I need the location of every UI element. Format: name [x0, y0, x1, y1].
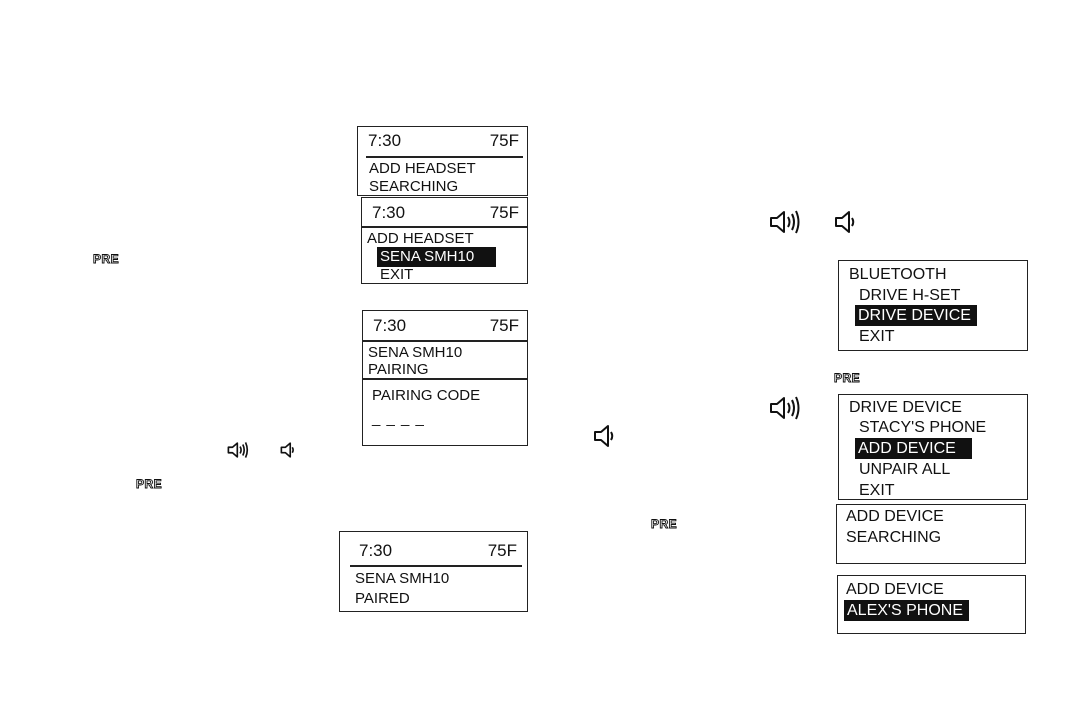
time-display: 7:30: [368, 131, 402, 150]
pre-button-label: PRE: [136, 477, 163, 492]
screen-pairing: 7:30 75F SENA SMH10 PAIRING PAIRING CODE…: [362, 310, 528, 446]
menu-item-drive-h-set: DRIVE H-SET: [859, 287, 961, 304]
menu-item-exit: EXIT: [859, 482, 895, 499]
screen-line: ADD HEADSET: [369, 160, 476, 177]
pre-button-label: PRE: [93, 252, 120, 267]
status-header: 7:30 75F: [373, 316, 519, 336]
screen-add-device-found: ADD DEVICE ALEX'S PHONE: [837, 575, 1026, 634]
screen-line: PAIRING: [368, 361, 429, 378]
temperature-display: 75F: [487, 541, 517, 560]
speaker-loud-icon: [770, 396, 800, 420]
menu-item-stacys-phone: STACY'S PHONE: [859, 419, 987, 436]
status-header: 7:30 75F: [372, 203, 519, 223]
highlighted-label: ADD DEVICE: [855, 438, 972, 459]
pre-button-label: PRE: [651, 517, 678, 532]
speaker-loud-icon: [770, 210, 800, 234]
screen-line: ADD DEVICE: [846, 508, 944, 525]
screen-paired: 7:30 75F SENA SMH10 PAIRED: [339, 531, 528, 612]
menu-item-exit: EXIT: [380, 266, 414, 283]
status-header: 7:30 75F: [368, 131, 519, 151]
pre-button-label: PRE: [834, 371, 861, 386]
screen-line: SENA SMH10: [368, 344, 463, 361]
screen-line: PAIRED: [355, 590, 410, 607]
status-header: 7:30 75F: [359, 541, 517, 561]
divider: [350, 565, 522, 567]
screen-bluetooth-menu: BLUETOOTH DRIVE H-SET DRIVE DEVICE EXIT: [838, 260, 1028, 351]
screen-add-headset-searching: 7:30 75F ADD HEADSET SEARCHING: [357, 126, 528, 196]
highlighted-label: DRIVE DEVICE: [855, 305, 977, 326]
divider: [362, 226, 527, 228]
divider: [366, 156, 523, 158]
divider: [363, 340, 527, 342]
screen-add-device-searching: ADD DEVICE SEARCHING: [836, 504, 1026, 564]
speaker-soft-icon: [280, 442, 294, 458]
screen-title: ADD HEADSET: [367, 230, 474, 247]
temperature-display: 75F: [489, 131, 519, 150]
menu-item-unpair-all: UNPAIR ALL: [859, 461, 951, 478]
pairing-code-label: PAIRING CODE: [372, 387, 481, 404]
screen-title: DRIVE DEVICE: [849, 399, 962, 416]
menu-item-alexs-phone: ALEX'S PHONE: [844, 600, 969, 621]
divider: [363, 378, 527, 380]
time-display: 7:30: [359, 541, 393, 560]
time-display: 7:30: [372, 203, 406, 222]
screen-line: SEARCHING: [369, 178, 459, 195]
highlighted-label: SENA SMH10: [377, 247, 497, 267]
temperature-display: 75F: [489, 203, 519, 222]
screen-title: BLUETOOTH: [849, 266, 947, 283]
menu-item-add-device: ADD DEVICE: [855, 438, 972, 459]
menu-item-drive-device: DRIVE DEVICE: [855, 305, 977, 326]
screen-drive-device-menu: DRIVE DEVICE STACY'S PHONE ADD DEVICE UN…: [838, 394, 1028, 500]
speaker-soft-icon: [835, 211, 855, 233]
screen-line: ADD DEVICE: [846, 581, 944, 598]
menu-item-selected: SENA SMH10: [377, 247, 497, 267]
temperature-display: 75F: [489, 316, 519, 335]
menu-item-exit: EXIT: [859, 328, 895, 345]
screen-line: SEARCHING: [846, 529, 942, 546]
time-display: 7:30: [373, 316, 407, 335]
pairing-code-value: _ _ _ _: [372, 410, 425, 427]
screen-line: SENA SMH10: [355, 570, 450, 587]
screen-add-headset-found: 7:30 75F ADD HEADSET SENA SMH10 EXIT: [361, 197, 528, 284]
speaker-soft-icon: [594, 425, 614, 447]
speaker-loud-icon: [227, 442, 249, 458]
highlighted-label: ALEX'S PHONE: [844, 600, 969, 621]
